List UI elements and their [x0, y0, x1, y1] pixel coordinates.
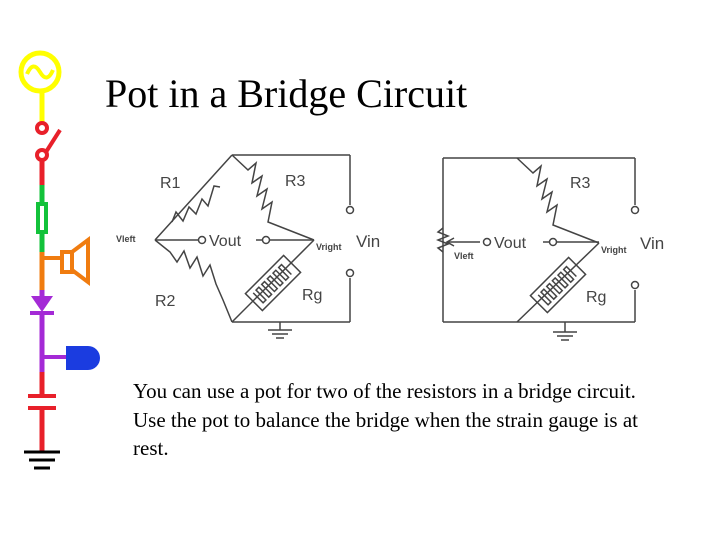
capacitor-icon	[28, 372, 56, 452]
label-vin-right: Vin	[640, 234, 664, 253]
fuse-icon	[36, 185, 48, 252]
label-vright-left: Vright	[316, 242, 342, 252]
label-vout-right: Vout	[494, 235, 527, 252]
strain-gauge-rg-right	[529, 256, 587, 314]
diode-icon	[30, 290, 66, 372]
resistor-r2	[154, 239, 233, 323]
label-vin-left: Vin	[356, 232, 380, 251]
strain-gauge-rg	[244, 254, 302, 312]
ac-source-icon	[18, 50, 62, 122]
resistor-r1	[171, 185, 221, 223]
label-r3-right: R3	[570, 175, 591, 192]
label-vleft-left: Vleft	[116, 234, 136, 244]
label-r3-left: R3	[285, 173, 306, 190]
slide-title: Pot in a Bridge Circuit	[105, 71, 468, 116]
switch-icon	[35, 121, 62, 185]
sidebar-decoration	[18, 50, 100, 470]
slide-body-text: You can use a pot for two of the resisto…	[133, 379, 639, 460]
label-vright-right: Vright	[601, 245, 627, 255]
left-bridge-circuit	[154, 154, 355, 339]
label-vout-left: Vout	[209, 233, 242, 250]
indicator-icon	[66, 346, 100, 370]
potentiometer	[435, 227, 451, 253]
speaker-icon	[39, 236, 90, 290]
resistor-r3	[231, 154, 315, 241]
label-vleft-right: Vleft	[454, 251, 474, 261]
label-rg-left: Rg	[302, 287, 322, 304]
right-bridge-circuit	[435, 157, 640, 341]
label-r1: R1	[160, 175, 181, 192]
ground-icon	[24, 450, 60, 470]
label-rg-right: Rg	[586, 289, 606, 306]
label-r2: R2	[155, 293, 176, 310]
resistor-r3-right	[516, 157, 600, 244]
